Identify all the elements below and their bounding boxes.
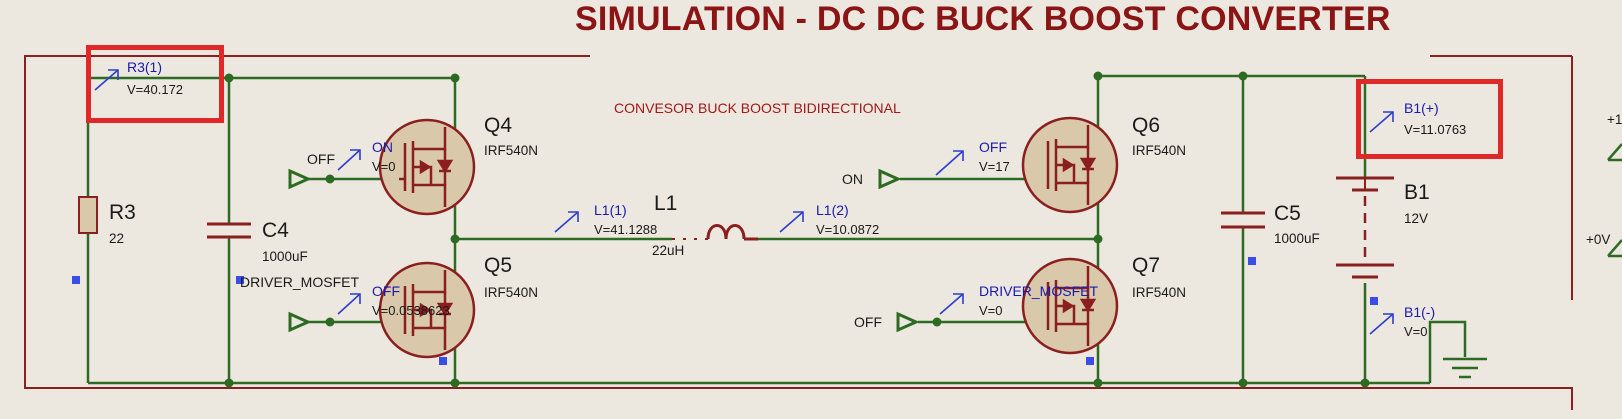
highlight-b1-probe bbox=[1356, 79, 1503, 159]
probe-b1pos-name: B1(+) bbox=[1404, 100, 1439, 116]
probe-q5gate-value: V=0.0538623 bbox=[372, 303, 450, 318]
q4-ref: Q4 bbox=[484, 114, 513, 137]
terminal-q6-icon bbox=[878, 168, 902, 190]
q7-ref: Q7 bbox=[1132, 254, 1161, 277]
c5-value: 1000uF bbox=[1274, 231, 1320, 246]
probe-l1a-value: V=41.1288 bbox=[594, 222, 658, 237]
probe-q4gate-value: V=0 bbox=[372, 159, 396, 174]
probe-q4gate-icon bbox=[337, 149, 361, 171]
probe-q4gate-name: ON bbox=[372, 139, 393, 155]
pin-marker bbox=[72, 276, 80, 284]
l1-value: 22uH bbox=[652, 243, 685, 258]
highlight-r3-probe bbox=[86, 45, 224, 123]
pin-marker bbox=[236, 276, 244, 284]
ground-icon bbox=[1443, 357, 1487, 379]
gate-terminals bbox=[288, 168, 920, 333]
inductor-l1 bbox=[672, 224, 758, 241]
q4-value: IRF540N bbox=[484, 143, 539, 158]
r3-value: 22 bbox=[109, 231, 125, 246]
b1-ref: B1 bbox=[1404, 181, 1430, 204]
probe-b1pos-icon bbox=[1369, 111, 1394, 133]
terminal-q7-icon bbox=[896, 311, 920, 333]
probe-r3-value: V=40.172 bbox=[127, 82, 184, 97]
probe-r3-icon bbox=[94, 69, 119, 91]
mosfet-q5 bbox=[378, 261, 476, 359]
terminal-q6-label: ON bbox=[842, 171, 863, 187]
pin-marker bbox=[1370, 297, 1378, 305]
r3-ref: R3 bbox=[109, 201, 136, 224]
probe-l1a-name: L1(1) bbox=[594, 202, 627, 218]
q5-ref: Q5 bbox=[484, 254, 513, 277]
probe-q7gate-icon bbox=[939, 293, 964, 315]
terminal-q5-icon bbox=[288, 311, 312, 333]
l1-ref: L1 bbox=[654, 192, 678, 215]
edge-label-zero: +0V bbox=[1586, 232, 1611, 247]
sheet-border bbox=[24, 55, 1573, 410]
page-title: SIMULATION - DC DC BUCK BOOST CONVERTER bbox=[575, 0, 1391, 38]
probe-q6gate-name: OFF bbox=[979, 139, 1007, 155]
probe-arrows bbox=[94, 69, 1394, 335]
probe-l1a-icon bbox=[554, 211, 579, 233]
edge-generator-icons bbox=[1607, 143, 1622, 258]
probe-q5gate-icon bbox=[337, 293, 361, 315]
capacitor-c4 bbox=[207, 222, 251, 239]
q6-ref: Q6 bbox=[1132, 114, 1161, 137]
battery-b1 bbox=[1336, 176, 1394, 279]
pin-marker bbox=[1086, 357, 1094, 365]
mosfet-q6 bbox=[1021, 116, 1119, 214]
probe-r3-name: R3(1) bbox=[127, 59, 163, 75]
probe-b1pos-value: V=11.0763 bbox=[1404, 122, 1467, 137]
probe-q6gate-value: V=17 bbox=[979, 159, 1010, 174]
probe-b1neg-name: B1(-) bbox=[1404, 304, 1436, 320]
terminal-q5-label: DRIVER_MOSFET bbox=[240, 274, 360, 290]
q7-value: IRF540N bbox=[1132, 285, 1187, 300]
c5-ref: C5 bbox=[1274, 202, 1301, 225]
resistor-r3 bbox=[78, 196, 98, 234]
junction-dots bbox=[224, 71, 1370, 388]
probe-b1neg-value: V=0 bbox=[1404, 324, 1428, 339]
circuit-subtitle: CONVESOR BUCK BOOST BIDIRECTIONAL bbox=[614, 100, 901, 116]
terminal-q4-icon bbox=[288, 168, 312, 190]
b1-value: 12V bbox=[1404, 211, 1429, 226]
probe-q7gate-name: DRIVER_MOSFET bbox=[979, 283, 1099, 299]
probe-q6gate-icon bbox=[935, 150, 964, 176]
pin-marker bbox=[1248, 257, 1256, 265]
capacitor-c5 bbox=[1221, 211, 1265, 229]
pin-marker bbox=[439, 357, 447, 365]
mosfet-q4 bbox=[378, 118, 476, 216]
probe-l1b-icon bbox=[779, 211, 804, 233]
probe-l1b-value: V=10.0872 bbox=[816, 222, 880, 237]
edge-label-plus: +1 bbox=[1607, 112, 1622, 127]
c4-value: 1000uF bbox=[262, 249, 308, 264]
q5-value: IRF540N bbox=[484, 285, 539, 300]
q6-value: IRF540N bbox=[1132, 143, 1187, 158]
probe-b1neg-icon bbox=[1369, 313, 1394, 335]
c4-ref: C4 bbox=[262, 219, 289, 242]
probe-q5gate-name: OFF bbox=[372, 283, 400, 299]
probe-l1b-name: L1(2) bbox=[816, 202, 849, 218]
probe-q7gate-value: V=0 bbox=[979, 303, 1003, 318]
mosfet-q7 bbox=[1021, 257, 1119, 355]
wires bbox=[86, 74, 1467, 385]
terminal-q4-label: OFF bbox=[307, 151, 335, 167]
terminal-q7-label: OFF bbox=[854, 314, 882, 330]
